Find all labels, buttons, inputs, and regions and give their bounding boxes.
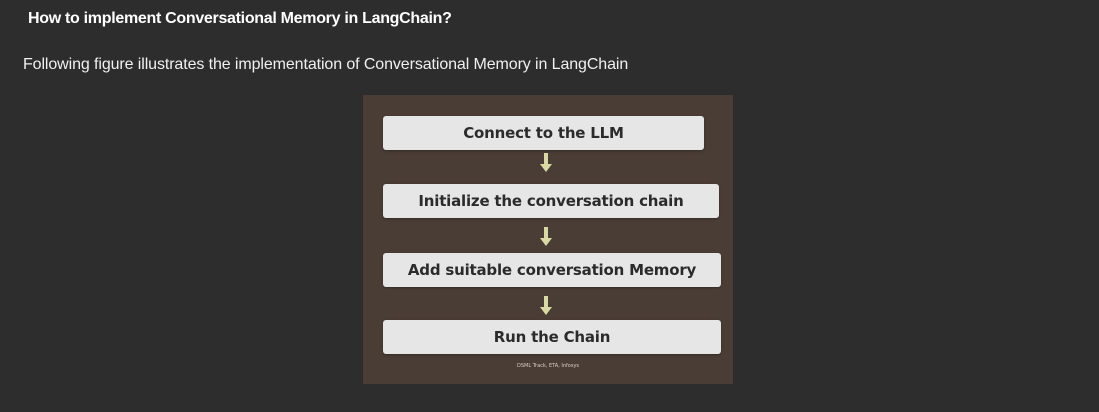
flow-step-label: Add suitable conversation Memory: [407, 261, 697, 279]
figure-credit: DSML Track, ETA, Infosys: [516, 363, 580, 369]
arrow-down-icon: [540, 296, 552, 316]
flow-step-label: Connect to the LLM: [463, 124, 624, 142]
flow-step-label: Run the Chain: [493, 328, 611, 346]
flow-step-init-chain: Initialize the conversation chain: [383, 184, 719, 218]
intro-text: Following figure illustrates the impleme…: [23, 56, 629, 73]
flow-step-label: Initialize the conversation chain: [418, 192, 684, 210]
page-heading: How to implement Conversational Memory i…: [28, 10, 452, 27]
flow-step-run-chain: Run the Chain: [383, 320, 721, 354]
arrow-down-icon: [540, 227, 552, 247]
flowchart-figure: Connect to the LLM Initialize the conver…: [363, 95, 733, 384]
flow-step-connect-llm: Connect to the LLM: [383, 116, 704, 150]
arrow-down-icon: [540, 153, 552, 173]
flow-step-add-memory: Add suitable conversation Memory: [383, 253, 721, 287]
